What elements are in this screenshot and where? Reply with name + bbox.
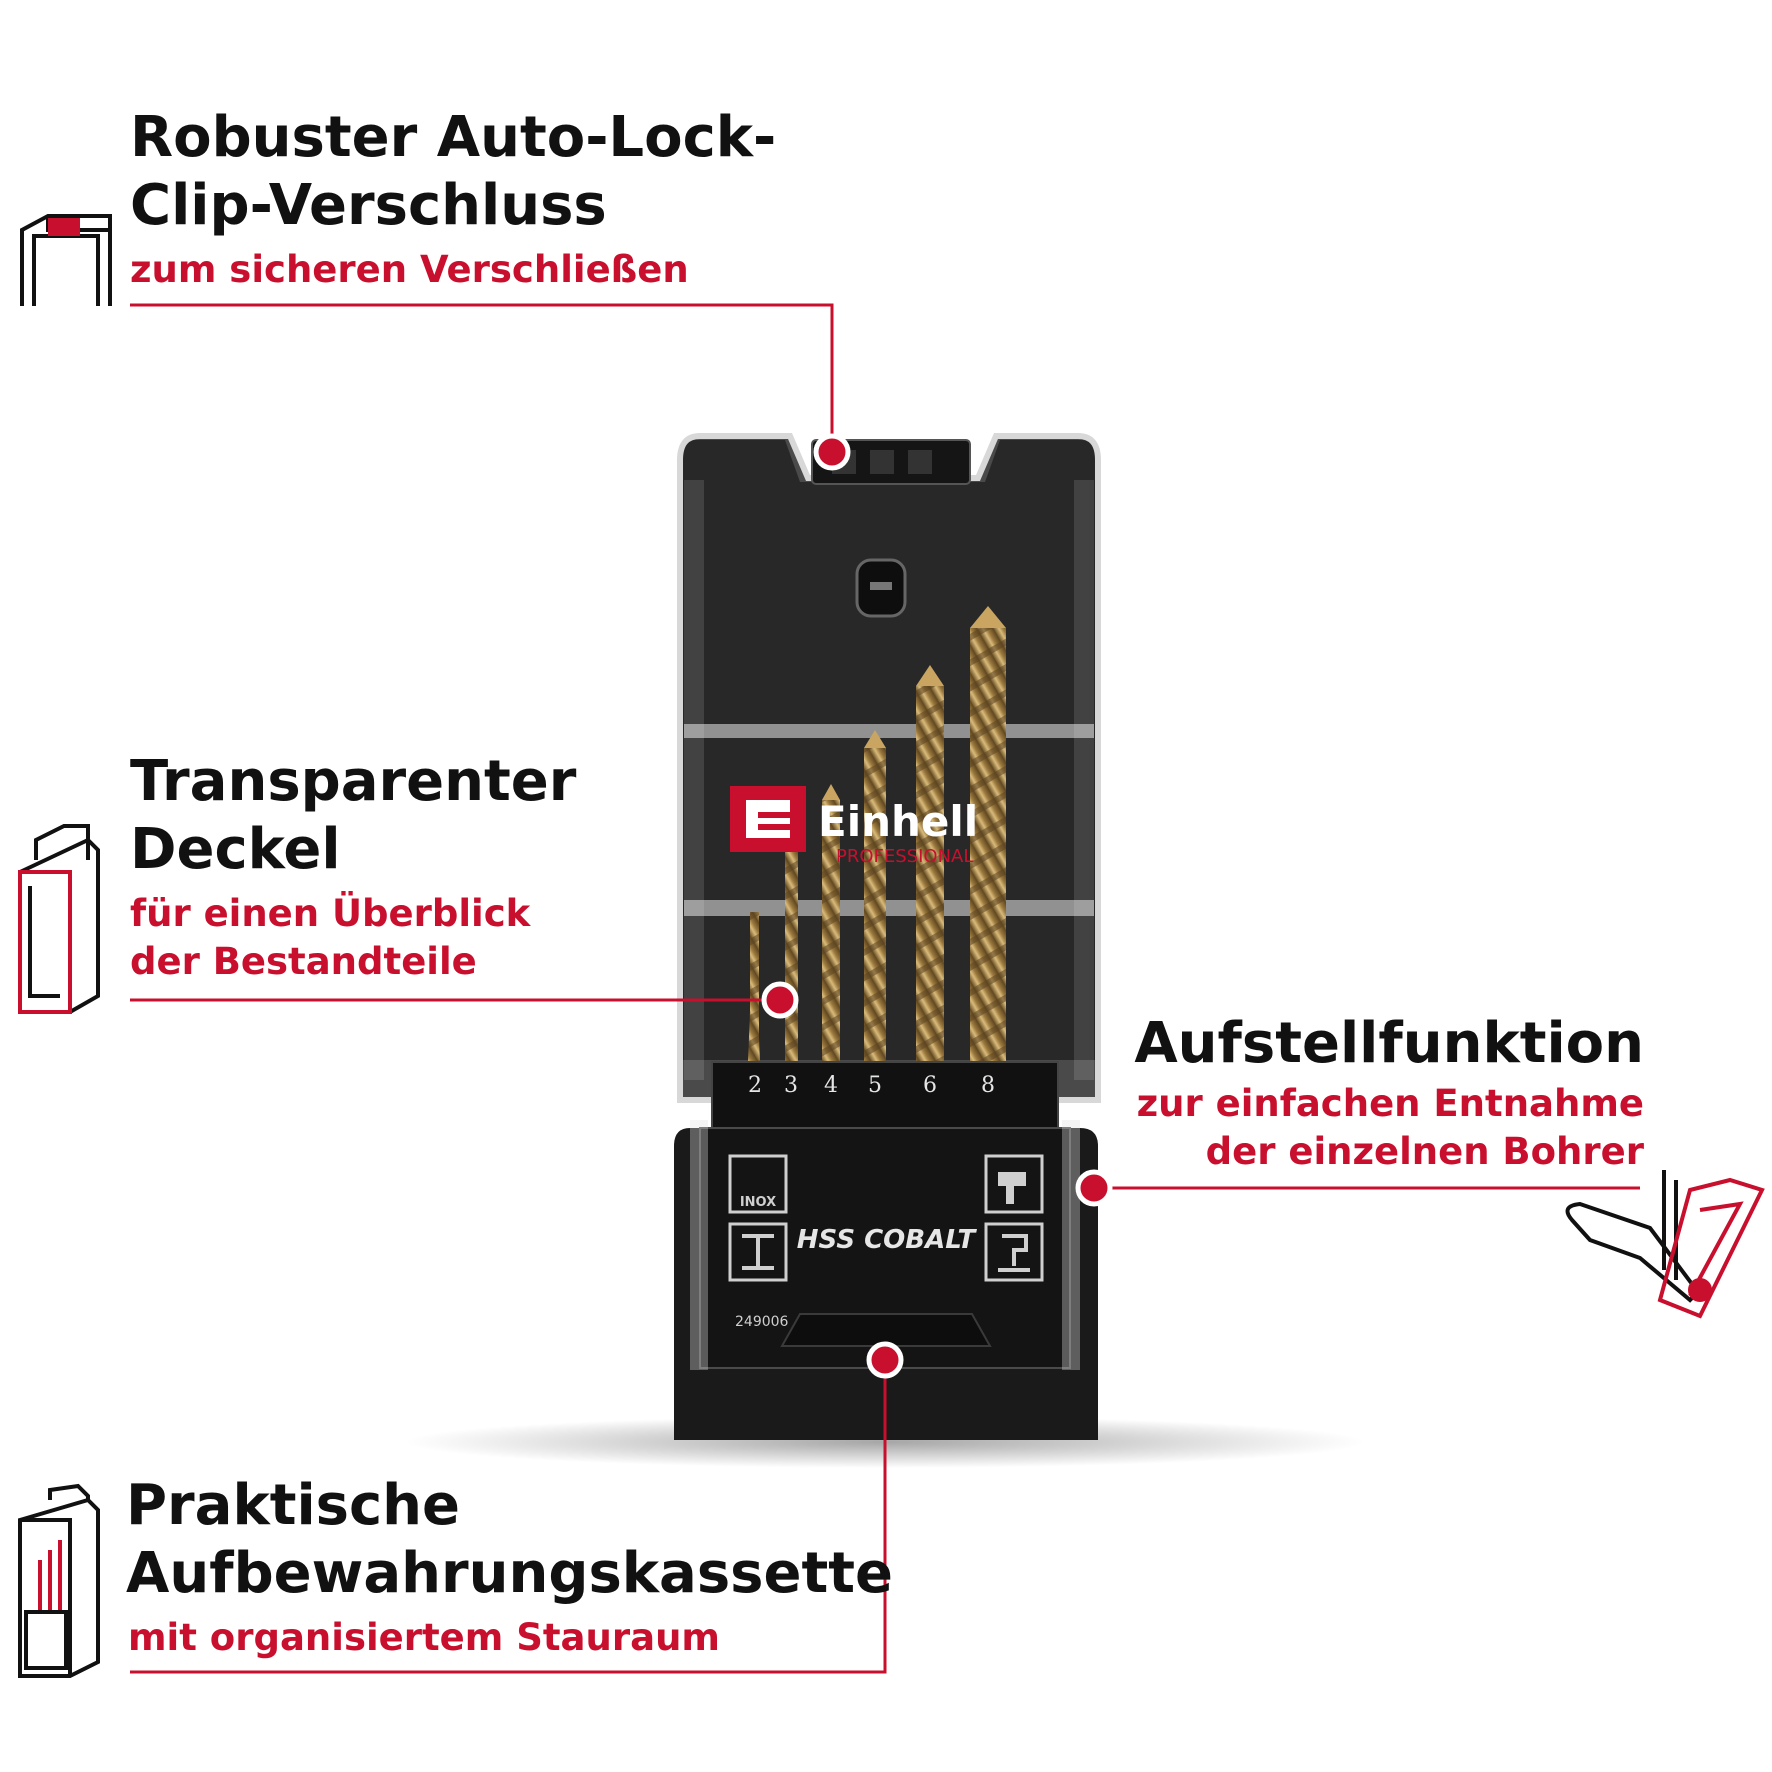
storage-title-line2: Aufbewahrungskassette [126, 1541, 893, 1606]
stand-callout-title: Aufstellfunktion [1134, 1011, 1644, 1076]
drill-size: 8 [981, 1073, 995, 1098]
clip-callout-subtitle: zum sicheren Verschließen [130, 248, 689, 291]
clip-title-line2: Clip-Verschluss [130, 173, 607, 238]
drill-machine-icon [984, 1154, 1044, 1214]
clip-case-icon [20, 214, 112, 306]
drill-size: 2 [748, 1073, 762, 1098]
lid-title-line2: Deckel [130, 817, 341, 882]
clip-marker [813, 433, 851, 471]
drill-size: 6 [923, 1073, 937, 1098]
storage-case-icon [18, 1483, 100, 1678]
steel-beam-icon [728, 1222, 788, 1282]
lid-title-line1: Transparenter [130, 749, 577, 814]
lid-marker [761, 981, 799, 1019]
stand-marker [1075, 1169, 1113, 1207]
brand-name: Einhell [818, 797, 978, 846]
inox-label: INOX [740, 1195, 776, 1210]
drill-press-icon [984, 1222, 1044, 1282]
leader-lines [130, 303, 1640, 1674]
storage-callout-title: Praktische Aufbewahrungskassette [126, 1472, 893, 1608]
product-label: HSS COBALT [797, 1225, 978, 1255]
drill-size: 5 [868, 1073, 882, 1098]
lid-subtitle-line2: der Bestandteile [130, 940, 477, 983]
stand-function-icon [1565, 1170, 1765, 1319]
lid-callout-subtitle: für einen Überblick der Bestandteile [130, 890, 530, 986]
brand-logo [730, 786, 806, 852]
storage-callout-subtitle: mit organisiertem Stauraum [128, 1616, 720, 1659]
article-number: 249006 [735, 1314, 789, 1330]
clip-title-line1: Robuster Auto-Lock- [130, 105, 777, 170]
case-base [674, 1061, 1098, 1440]
brand-sub: PROFESSIONAL [836, 846, 973, 867]
stand-callout-subtitle: zur einfachen Entnahme der einzelnen Boh… [1137, 1080, 1644, 1176]
storage-title-line1: Praktische [126, 1473, 461, 1538]
stand-subtitle-line1: zur einfachen Entnahme [1136, 1082, 1644, 1125]
inox-icon [728, 1154, 788, 1214]
storage-marker [866, 1341, 904, 1379]
lid-subtitle-line1: für einen Überblick [130, 892, 531, 935]
drill-size: 3 [784, 1073, 798, 1098]
transparent-lid-case-icon [18, 824, 100, 1014]
clip-callout-title: Robuster Auto-Lock- Clip-Verschluss [130, 104, 776, 240]
lid-callout-title: Transparenter Deckel [130, 748, 576, 884]
drill-size: 4 [824, 1073, 838, 1098]
stand-subtitle-line2: der einzelnen Bohrer [1205, 1130, 1644, 1173]
drill-size-labels: 2 3 4 5 6 8 [748, 1073, 995, 1098]
